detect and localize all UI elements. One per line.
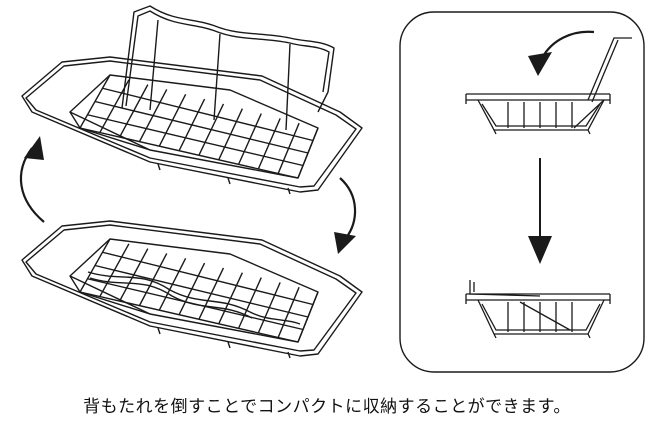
down-arrowhead [528,236,552,264]
side-view-backrest-folded [465,280,611,339]
basket-backrest-folded [21,220,363,359]
caption-text: 背もたれを倒すことでコンパクトに収納することができます。 [83,397,571,417]
basket-backrest-up [21,5,363,195]
basket-crosswire [94,264,309,318]
basket-crosswire [87,114,304,167]
fold-curve-arrowhead [528,52,552,76]
side-view-backrest-up [465,37,632,135]
rotate-down-arrowhead [334,232,356,254]
basket-crosswire [102,87,314,142]
side-view-panel [399,11,645,373]
rotate-down-arrow [339,177,357,239]
basket-crosswire [102,251,314,306]
basket-crosswire [94,100,309,154]
rotate-up-arrowhead [24,136,44,160]
